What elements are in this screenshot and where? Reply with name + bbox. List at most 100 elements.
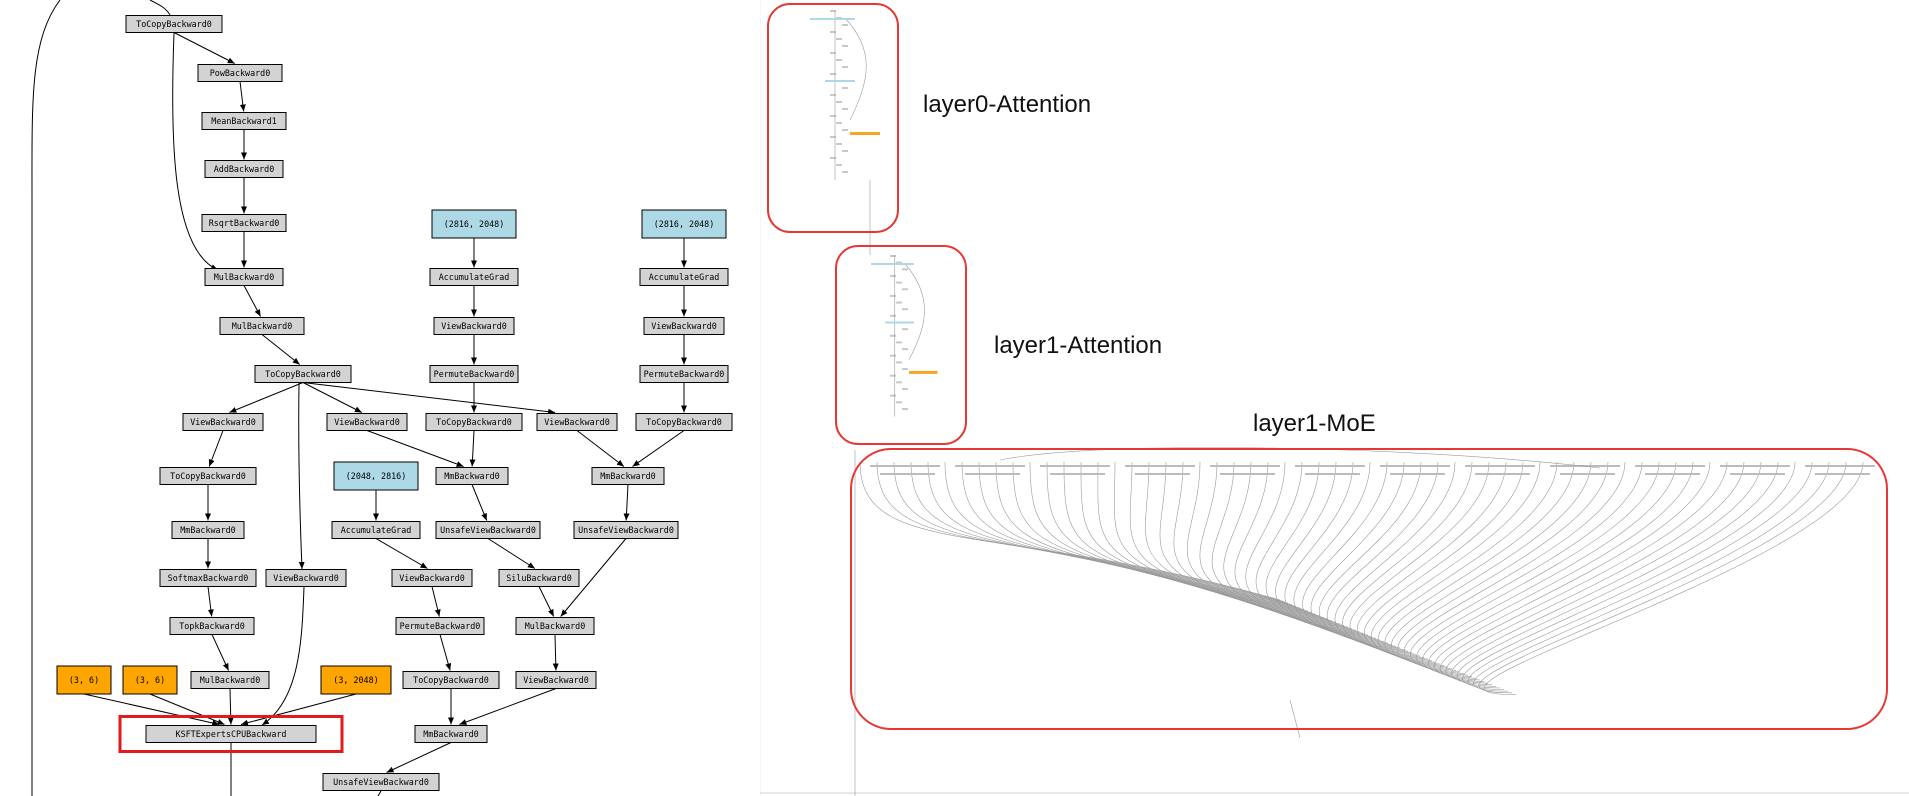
graph-node-perm1[interactable]: PermuteBackward0: [429, 365, 519, 383]
incoming-edge-top: [149, 0, 171, 16]
graph-node-tocopyE[interactable]: ToCopyBackward0: [635, 413, 733, 431]
graph-node-unsafe2[interactable]: UnsafeViewBackward0: [573, 521, 679, 539]
graph-node-tocopyF[interactable]: ToCopyBackward0: [159, 467, 257, 485]
node-label: (2048, 2816): [346, 471, 407, 481]
graph-node-mm2[interactable]: MmBackward0: [591, 467, 665, 485]
graph-node-tocopyG[interactable]: ToCopyBackward0: [402, 671, 500, 689]
graph-node-viewF[interactable]: ViewBackward0: [391, 569, 473, 587]
node-label: AccumulateGrad: [649, 272, 720, 282]
layer1-moe-label: layer1-MoE: [1253, 410, 1376, 437]
moe-mini-edge: [876, 461, 1285, 602]
graph-node-mul1[interactable]: MulBackward0: [204, 268, 284, 286]
layer0-mini-param: [810, 18, 855, 20]
edge-mm2-to-unsafe2: [623, 484, 630, 521]
graph-node-unsafe1[interactable]: UnsafeViewBackward0: [435, 521, 541, 539]
graph-node-in3[interactable]: (3, 2048): [320, 665, 392, 695]
node-label: UnsafeViewBackward0: [578, 525, 674, 535]
layer0-mini-node: [830, 115, 836, 117]
node-box: [435, 521, 541, 539]
moe-mini-node-row: [1635, 465, 1705, 467]
graph-node-tocopy0[interactable]: ToCopyBackward0: [125, 15, 223, 33]
moe-mini-edge: [1457, 461, 1779, 687]
graph-node-in1[interactable]: (3, 6): [56, 665, 112, 695]
graph-node-mmG[interactable]: MmBackward0: [171, 521, 245, 539]
layer1-mini-node: [896, 341, 902, 344]
node-label: ToCopyBackward0: [136, 19, 212, 29]
graph-node-add[interactable]: AddBackward0: [204, 160, 284, 178]
node-box: [254, 365, 352, 383]
graph-node-unsafe3[interactable]: UnsafeViewBackward0: [322, 773, 440, 791]
node-box: [201, 214, 287, 232]
graph-node-mul4[interactable]: MulBackward0: [190, 671, 270, 689]
graph-node-rsqrt[interactable]: RsqrtBackward0: [201, 214, 287, 232]
layer0-attention-region[interactable]: [767, 3, 899, 233]
graph-node-p2[interactable]: (2816, 2048): [641, 209, 727, 239]
node-label: ToCopyBackward0: [265, 369, 341, 379]
edge-tocopy1-to-viewA: [229, 382, 304, 413]
graph-node-acc3[interactable]: AccumulateGrad: [331, 521, 421, 539]
graph-node-silu[interactable]: SiluBackward0: [498, 569, 580, 587]
edge-perm3-to-tocopyG: [439, 634, 452, 671]
graph-node-mm1[interactable]: MmBackward0: [435, 467, 509, 485]
graph-node-perm2[interactable]: PermuteBackward0: [639, 365, 729, 383]
moe-mini-edge: [1357, 461, 1507, 662]
graph-node-tocopy1[interactable]: ToCopyBackward0: [254, 365, 352, 383]
graph-node-viewB[interactable]: ViewBackward0: [326, 413, 408, 431]
layer1-mini-node: [890, 274, 896, 277]
graph-node-softmax[interactable]: SoftmaxBackward0: [159, 569, 257, 587]
edge-tocopyE-to-mm2: [632, 430, 685, 467]
graph-node-viewE[interactable]: ViewBackward0: [265, 569, 347, 587]
graph-node-in2[interactable]: (3, 6): [122, 665, 178, 695]
moe-mini-edge: [1284, 461, 1397, 647]
graph-node-mul2[interactable]: MulBackward0: [219, 317, 305, 335]
edge-silu-to-mul3: [538, 586, 555, 617]
graph-node-tocopyC[interactable]: ToCopyBackward0: [425, 413, 523, 431]
moe-mini-edge: [995, 461, 1313, 614]
layer0-mini-node: [830, 157, 836, 159]
layer1-moe-region[interactable]: [850, 448, 1888, 730]
node-box: [391, 569, 473, 587]
layer0-mini-node: [830, 73, 836, 75]
node-label: (2816, 2048): [654, 219, 715, 229]
graph-node-view1[interactable]: ViewBackward0: [433, 317, 515, 335]
node-label: MulBackward0: [232, 321, 293, 331]
edge-viewF-to-perm3: [431, 586, 441, 617]
node-box: [414, 725, 488, 743]
layer0-mini-node: [836, 59, 842, 61]
graph-node-acc1[interactable]: AccumulateGrad: [429, 268, 519, 286]
moe-mini-node-row: [1295, 465, 1365, 467]
layer0-mini-node: [836, 143, 842, 145]
moe-mini-edge: [978, 461, 1309, 612]
layer1-mini-branch: [904, 262, 925, 360]
graph-node-mean[interactable]: MeanBackward1: [201, 112, 287, 130]
moe-mini-node-row: [1040, 465, 1110, 467]
node-box: [145, 725, 317, 743]
layer1-mini-node: [890, 354, 896, 357]
graph-node-view2[interactable]: ViewBackward0: [643, 317, 725, 335]
graph-node-mul3[interactable]: MulBackward0: [515, 617, 595, 635]
graph-node-p1[interactable]: (2816, 2048): [431, 209, 517, 239]
node-box: [429, 365, 519, 383]
graph-node-pow[interactable]: PowBackward0: [197, 64, 283, 82]
edge-unsafe1-to-silu: [487, 538, 536, 569]
edge-viewD-to-mm2: [576, 430, 625, 467]
node-box: [402, 671, 500, 689]
graph-node-acc2[interactable]: AccumulateGrad: [639, 268, 729, 286]
graph-node-viewA[interactable]: ViewBackward0: [182, 413, 264, 431]
graph-node-viewG[interactable]: ViewBackward0: [515, 671, 597, 689]
edge-mul2-to-tocopy1: [261, 334, 301, 365]
graph-node-perm3[interactable]: PermuteBackward0: [395, 617, 485, 635]
node-label: MulBackward0: [525, 621, 586, 631]
graph-node-viewD[interactable]: ViewBackward0: [536, 413, 618, 431]
graph-node-ksft[interactable]: KSFTExpertsCPUBackward: [118, 715, 344, 753]
graph-node-topk[interactable]: TopkBackward0: [169, 617, 255, 635]
layer0-mini-node: [842, 66, 848, 68]
edge-viewE-to-ksft: [261, 586, 305, 726]
graph-node-p3[interactable]: (2048, 2816): [333, 461, 419, 491]
autograd-graph-detail: ToCopyBackward0PowBackward0MeanBackward1…: [31, 0, 733, 796]
graph-node-mm3[interactable]: MmBackward0: [414, 725, 488, 743]
node-label: MulBackward0: [214, 272, 275, 282]
layer1-attention-region[interactable]: [835, 245, 967, 445]
layer1-mini-node: [890, 334, 896, 337]
layer1-mini-node: [902, 348, 908, 351]
